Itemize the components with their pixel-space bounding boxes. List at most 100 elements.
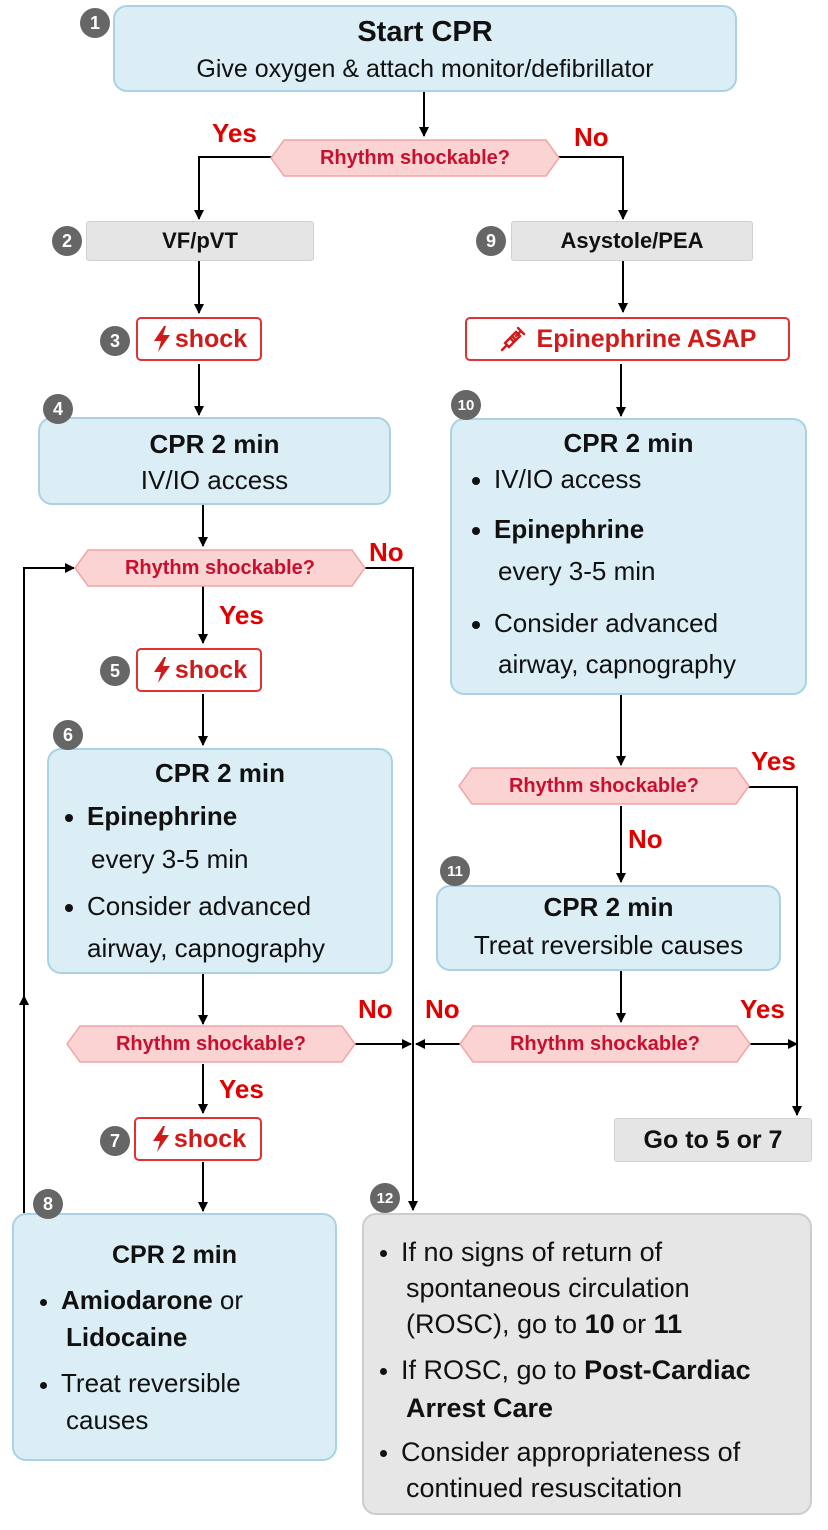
decision-rhythm-shockable-4: Rhythm shockable?	[66, 1025, 356, 1063]
start-title: Start CPR	[357, 16, 493, 48]
bullet-text: If ROSC, go to	[401, 1355, 577, 1385]
no-label: No	[369, 537, 404, 567]
cpr-title: CPR 2 min	[563, 428, 694, 458]
arrest-care-text: Arrest Care	[406, 1393, 554, 1423]
iv-io-access: IV/IO access	[140, 465, 289, 495]
yes-label: Yes	[751, 746, 796, 776]
cpr-box-8: CPR 2 min Amiodarone or Lidocaine Treat …	[12, 1213, 337, 1461]
bullet-iv-io: IV/IO access	[472, 464, 641, 495]
step-badge-5: 5	[100, 656, 130, 686]
bullet-text: Consider advanced	[87, 891, 312, 921]
bullet-epinephrine: Epinephrine	[472, 514, 644, 545]
step-badge-4: 4	[43, 394, 73, 424]
bullet-dot	[40, 1381, 47, 1389]
step-badge-12: 12	[370, 1183, 400, 1213]
bullet-appropriateness: Consider appropriateness of	[380, 1437, 740, 1468]
decision-label: Rhythm shockable?	[319, 146, 511, 169]
no-label: No	[358, 994, 393, 1024]
asystole-pea-box: Asystole/PEA	[511, 221, 753, 261]
bullet-text-cont: (ROSC), go to 10 or 11	[406, 1309, 682, 1340]
cpr-title: CPR 2 min	[154, 758, 286, 788]
step-badge-1: 1	[80, 8, 110, 38]
vf-pvt-box: VF/pVT	[86, 221, 314, 261]
no-label: No	[574, 122, 609, 152]
cpr-box-11: CPR 2 min Treat reversible causes	[436, 885, 781, 971]
shock-label: shock	[174, 324, 248, 353]
ref-10: 10	[584, 1309, 615, 1339]
bullet-dot	[40, 1298, 47, 1306]
bullet-no-rosc: If no signs of return of	[380, 1237, 662, 1268]
start-subtitle: Give oxygen & attach monitor/defibrillat…	[196, 55, 654, 83]
bullet-text: If no signs of return of	[401, 1237, 663, 1267]
lightning-icon	[153, 326, 170, 352]
step-badge-10: 10	[451, 390, 481, 420]
syringe-icon	[500, 326, 525, 352]
bullet-advanced-airway: Consider advanced	[65, 891, 311, 922]
bullet-dot	[65, 904, 73, 913]
bullet-dot	[472, 527, 480, 536]
step-badge-2: 2	[52, 226, 82, 256]
step-badge-9: 9	[476, 226, 506, 256]
decision-hexagon-shape	[74, 549, 366, 587]
go-to-5-or-7-box: Go to 5 or 7	[614, 1118, 812, 1162]
bullet-text: Consider appropriateness of	[401, 1437, 741, 1467]
bullet-epinephrine: Epinephrine	[65, 801, 237, 832]
epinephrine-interval: every 3-5 min	[498, 556, 656, 586]
bullet-text-cont: causes	[66, 1405, 149, 1435]
yes-label: Yes	[212, 118, 257, 148]
decision-rhythm-shockable-1: Rhythm shockable?	[270, 139, 560, 177]
bullet-antiarrhythmic: Amiodarone or	[40, 1285, 243, 1316]
decision-hexagon-shape	[66, 1025, 356, 1063]
lightning-icon	[153, 657, 170, 683]
bullet-text-cont: continued resuscitation	[406, 1473, 683, 1503]
step-badge-6: 6	[53, 720, 83, 750]
bullet-dot	[380, 1450, 387, 1458]
bullet-dot	[472, 621, 480, 630]
epinephrine-asap-box: Epinephrine ASAP	[465, 317, 790, 361]
shock-button-7: shock	[134, 1117, 262, 1161]
step-badge-3: 3	[100, 326, 130, 356]
decision-rhythm-shockable-2: Rhythm shockable?	[74, 549, 366, 587]
rosc-box-12: If no signs of return of spontaneous cir…	[362, 1213, 812, 1515]
no-label: No	[628, 824, 663, 854]
decision-label: Rhythm shockable?	[508, 774, 700, 797]
bullet-text: Consider advanced	[494, 608, 719, 638]
bullet-text-cont: airway, capnography	[498, 649, 736, 679]
bullet-text: Epinephrine	[87, 801, 238, 831]
bullet-rosc: If ROSC, go to Post-Cardiac	[380, 1355, 751, 1386]
epinephrine-asap-label: Epinephrine ASAP	[536, 324, 757, 353]
decision-hexagon-shape	[458, 767, 750, 805]
shock-label: shock	[173, 1124, 247, 1153]
lidocaine: Lidocaine	[66, 1322, 188, 1352]
bullet-text: Epinephrine	[494, 514, 645, 544]
bullet-dot	[380, 1250, 387, 1258]
or-text: or	[219, 1285, 244, 1315]
cpr-title: CPR 2 min	[149, 429, 280, 459]
shock-button-3: shock	[136, 317, 262, 361]
amiodarone: Amiodarone	[61, 1285, 213, 1315]
epinephrine-interval: every 3-5 min	[91, 844, 249, 874]
bullet-text-cont: airway, capnography	[87, 933, 325, 963]
goto-text: (ROSC), go to	[406, 1309, 578, 1339]
cpr-title: CPR 2 min	[111, 1241, 238, 1269]
decision-label: Rhythm shockable?	[124, 556, 316, 579]
bullet-dot	[380, 1368, 387, 1376]
step-badge-7: 7	[100, 1126, 130, 1156]
start-cpr-box: Start CPR Give oxygen & attach monitor/d…	[113, 5, 737, 92]
decision-rhythm-shockable-5: Rhythm shockable?	[459, 1025, 751, 1063]
bullet-advanced-airway: Consider advanced	[472, 608, 718, 639]
bullet-text: IV/IO access	[494, 464, 642, 494]
decision-label: Rhythm shockable?	[115, 1032, 307, 1055]
bullet-treat-causes: Treat reversible	[40, 1368, 241, 1399]
cpr-box-4: CPR 2 min IV/IO access	[38, 417, 391, 505]
cpr-title: CPR 2 min	[543, 892, 674, 922]
no-label: No	[425, 994, 460, 1024]
yes-label: Yes	[219, 1074, 264, 1104]
cpr-box-6: CPR 2 min Epinephrine every 3-5 min Cons…	[47, 748, 393, 974]
treat-reversible-causes: Treat reversible causes	[473, 930, 744, 960]
decision-hexagon-shape	[459, 1025, 751, 1063]
bullet-text: Treat reversible	[61, 1368, 241, 1398]
shock-button-5: shock	[136, 648, 262, 692]
bullet-dot	[65, 814, 73, 823]
